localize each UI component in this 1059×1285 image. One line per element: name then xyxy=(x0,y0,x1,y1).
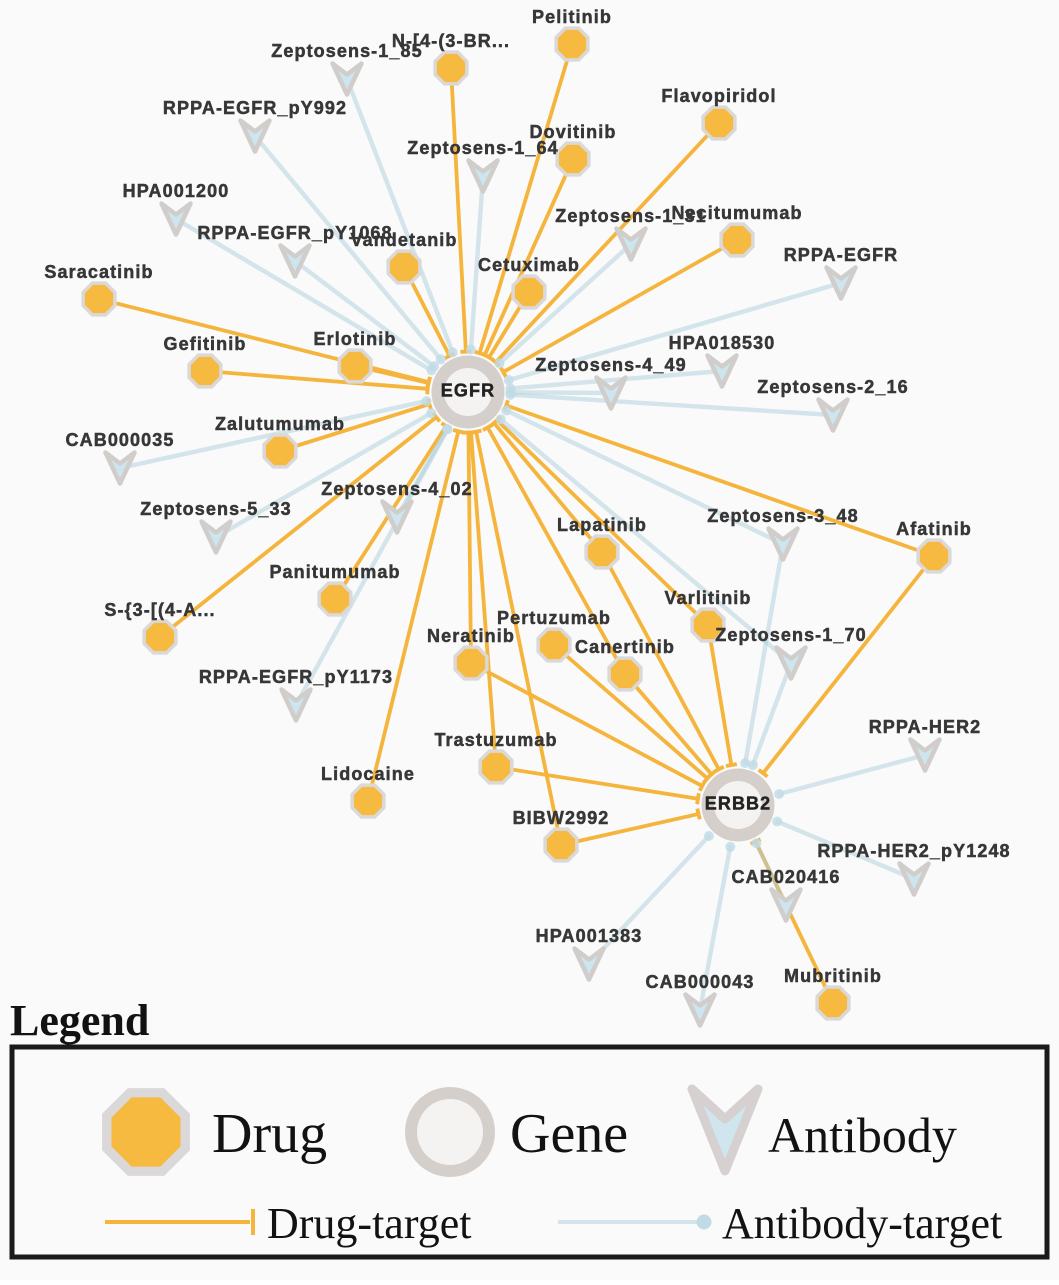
svg-text:Gefitinib: Gefitinib xyxy=(164,334,247,354)
svg-text:HPA001200: HPA001200 xyxy=(123,181,230,201)
svg-text:Drug: Drug xyxy=(212,1103,327,1165)
svg-text:Lapatinib: Lapatinib xyxy=(557,515,647,535)
svg-text:Antibody: Antibody xyxy=(768,1107,957,1163)
svg-text:HPA001383: HPA001383 xyxy=(536,926,643,946)
svg-text:RPPA-EGFR_pY1068: RPPA-EGFR_pY1068 xyxy=(197,223,392,243)
svg-text:Erlotinib: Erlotinib xyxy=(314,329,397,349)
svg-text:Saracatinib: Saracatinib xyxy=(44,262,153,282)
svg-text:Neratinib: Neratinib xyxy=(427,626,515,646)
svg-text:Zeptosens-1_31: Zeptosens-1_31 xyxy=(555,206,706,226)
svg-text:RPPA-EGFR_pY1173: RPPA-EGFR_pY1173 xyxy=(199,667,393,687)
svg-text:Zalutumumab: Zalutumumab xyxy=(215,414,345,434)
svg-text:ERBB2: ERBB2 xyxy=(705,794,772,814)
svg-text:Flavopiridol: Flavopiridol xyxy=(661,86,776,106)
svg-text:Zeptosens-3_48: Zeptosens-3_48 xyxy=(707,506,858,526)
svg-text:CAB020416: CAB020416 xyxy=(732,867,841,887)
svg-text:S-{3-[(4-A...: S-{3-[(4-A... xyxy=(104,600,215,620)
svg-text:Pelitinib: Pelitinib xyxy=(532,7,612,27)
svg-text:EGFR: EGFR xyxy=(441,381,495,401)
svg-text:Zeptosens-5_33: Zeptosens-5_33 xyxy=(140,499,291,519)
svg-text:Zeptosens-2_16: Zeptosens-2_16 xyxy=(757,377,908,397)
svg-text:RPPA-EGFR: RPPA-EGFR xyxy=(784,245,899,265)
svg-text:Antibody-target: Antibody-target xyxy=(722,1199,1002,1248)
svg-text:RPPA-EGFR_pY992: RPPA-EGFR_pY992 xyxy=(163,98,347,118)
svg-text:CAB000035: CAB000035 xyxy=(66,430,175,450)
svg-text:RPPA-HER2_pY1248: RPPA-HER2_pY1248 xyxy=(817,841,1010,861)
svg-text:BIBW2992: BIBW2992 xyxy=(513,808,610,828)
svg-text:Gene: Gene xyxy=(510,1103,628,1165)
svg-text:Trastuzumab: Trastuzumab xyxy=(434,730,557,750)
svg-text:CAB000043: CAB000043 xyxy=(646,972,755,992)
svg-text:Drug-target: Drug-target xyxy=(267,1199,471,1248)
svg-text:Cetuximab: Cetuximab xyxy=(478,255,580,275)
svg-text:Varlitinib: Varlitinib xyxy=(664,588,751,608)
svg-text:Panitumumab: Panitumumab xyxy=(269,562,400,582)
svg-text:Zeptosens-1_85: Zeptosens-1_85 xyxy=(271,41,422,61)
svg-text:Mubritinib: Mubritinib xyxy=(784,966,882,986)
svg-text:Zeptosens-1_70: Zeptosens-1_70 xyxy=(715,625,866,645)
svg-text:Afatinib: Afatinib xyxy=(896,519,972,539)
svg-text:Zeptosens-4_02: Zeptosens-4_02 xyxy=(321,479,472,499)
svg-text:HPA018530: HPA018530 xyxy=(669,333,776,353)
svg-text:Zeptosens-4_49: Zeptosens-4_49 xyxy=(535,355,686,375)
svg-text:Zeptosens-1_64: Zeptosens-1_64 xyxy=(407,138,558,158)
svg-text:Canertinib: Canertinib xyxy=(575,637,675,657)
svg-text:Legend: Legend xyxy=(10,996,149,1045)
svg-text:RPPA-HER2: RPPA-HER2 xyxy=(869,717,982,737)
svg-text:Lidocaine: Lidocaine xyxy=(321,764,415,784)
svg-text:Pertuzumab: Pertuzumab xyxy=(497,608,611,628)
